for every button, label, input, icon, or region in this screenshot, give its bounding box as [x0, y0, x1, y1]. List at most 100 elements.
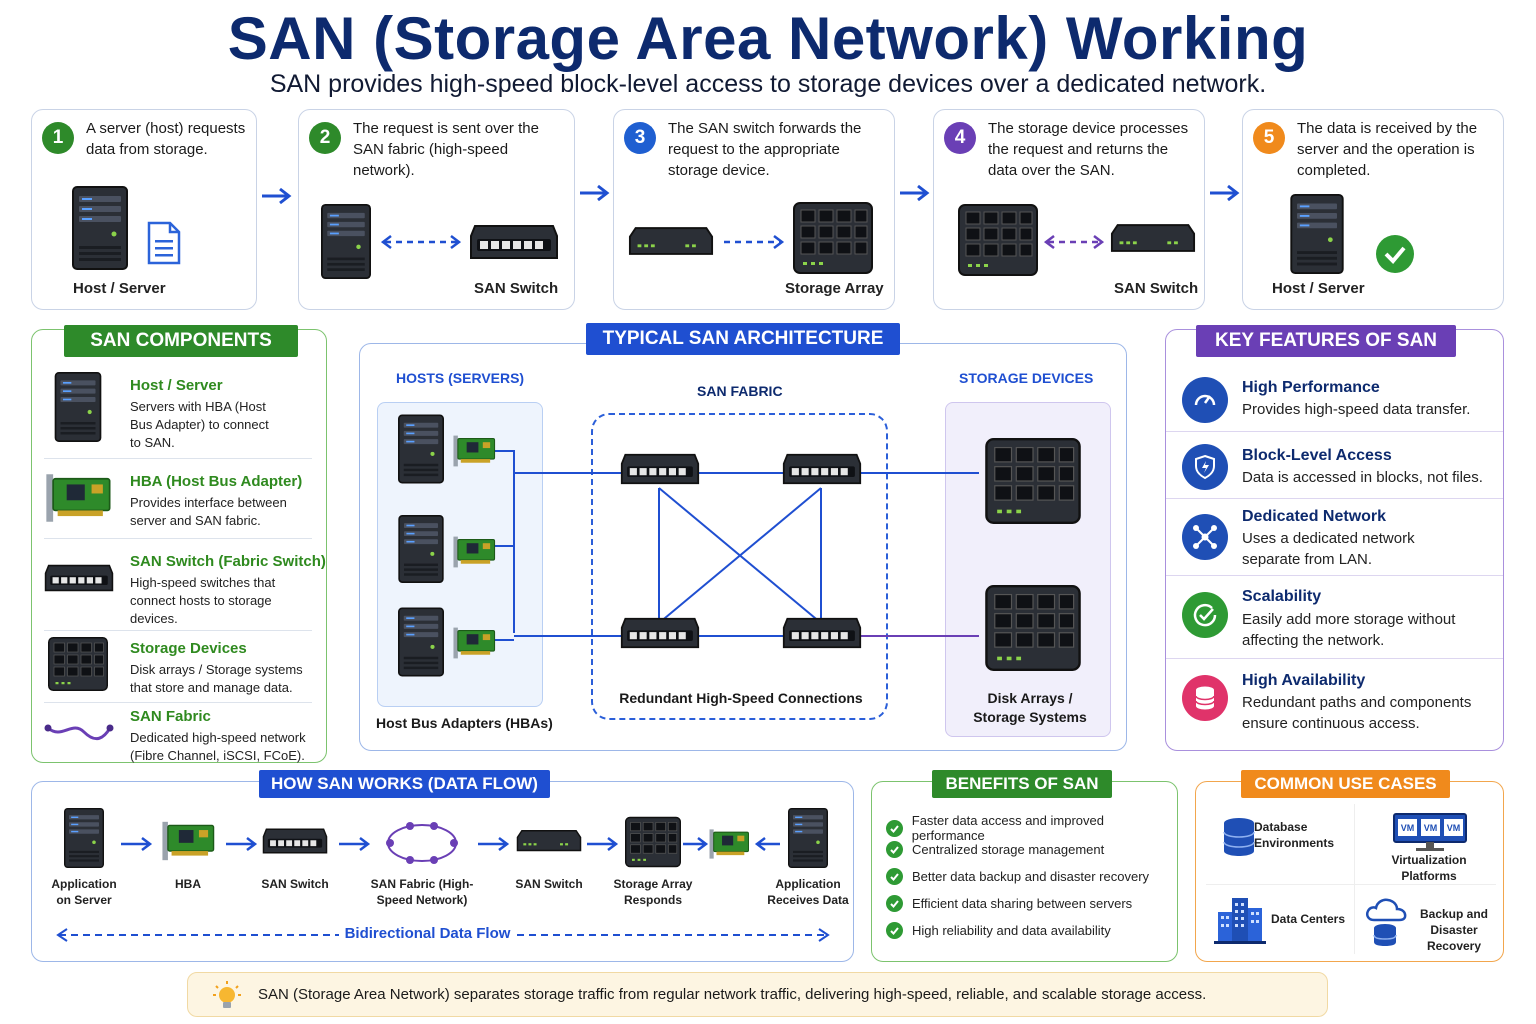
- dataflow-heading: HOW SAN WORKS (DATA FLOW): [259, 770, 550, 798]
- vm-label: VM: [1423, 823, 1438, 833]
- check-gauge-icon: [1182, 592, 1228, 638]
- feature-title: Scalability: [1242, 588, 1322, 605]
- features-panel: KEY FEATURES OF SAN High Performance Pro…: [1165, 325, 1504, 751]
- feature-desc: Data is accessed in blocks, not files.: [1242, 469, 1483, 486]
- check-icon: [886, 895, 903, 912]
- step-text: The data is received by the server and t…: [1297, 120, 1478, 179]
- usecases-panel: COMMON USE CASES Database Environments V…: [1195, 770, 1504, 962]
- step-number-badge: 5: [1253, 122, 1285, 154]
- benefit-item: Centralized storage management: [886, 841, 1104, 858]
- fabric-caption: Redundant High-Speed Connections: [619, 690, 863, 706]
- feature-desc: Provides high-speed data transfer.: [1242, 401, 1471, 418]
- divider: [1166, 658, 1503, 659]
- divider: [44, 630, 312, 631]
- usecases-heading: COMMON USE CASES: [1241, 770, 1450, 798]
- component-title: Storage Devices: [130, 640, 247, 657]
- flow-node-label: SAN Switch: [515, 877, 583, 891]
- features-heading: KEY FEATURES OF SAN: [1196, 325, 1456, 357]
- dashed-bidirectional-arrow: [381, 235, 461, 249]
- benefits-heading: BENEFITS OF SAN: [932, 770, 1112, 798]
- fabric-zone: [591, 413, 888, 720]
- component-title: HBA (Host Bus Adapter): [130, 473, 303, 490]
- storage-array-icon: [48, 637, 108, 691]
- step-text: The storage device processes the request…: [988, 120, 1189, 179]
- check-icon: [886, 819, 903, 837]
- arrow-right-icon: [262, 187, 292, 205]
- step-card-1: 1 A server (host) requests data from sto…: [31, 109, 257, 310]
- dashed-arrow-right: [724, 235, 785, 249]
- hba-card-icon: [44, 472, 112, 524]
- step-label: Host / Server: [1272, 280, 1365, 297]
- benefit-item: High reliability and data availability: [886, 922, 1111, 939]
- benefit-text: Centralized storage management: [912, 842, 1105, 857]
- usecase-label: Database Environments: [1254, 820, 1335, 850]
- feature-desc: Easily add more storage without affectin…: [1242, 611, 1456, 649]
- architecture-heading: TYPICAL SAN ARCHITECTURE: [586, 323, 900, 355]
- bidirectional-flow-line: [56, 928, 830, 942]
- arrow-right-icon: [1210, 184, 1240, 202]
- page-subtitle: SAN provides high-speed block-level acce…: [269, 70, 1267, 98]
- benefit-item: Efficient data sharing between servers: [886, 895, 1132, 912]
- fabric-label: SAN FABRIC: [697, 383, 783, 399]
- server-icon: [398, 413, 444, 485]
- step-text: The request is sent over the SAN fabric …: [353, 120, 539, 179]
- database-icon: [1182, 675, 1228, 721]
- step-number-badge: 4: [944, 122, 976, 154]
- page-title: SAN (Storage Area Network) Working: [227, 5, 1309, 72]
- divider: [1166, 575, 1503, 576]
- fabric-cable-icon: [44, 724, 114, 741]
- flow-node-label: Application Receives Data: [767, 877, 849, 907]
- flow-node-label: SAN Switch: [261, 877, 329, 891]
- footer-note: SAN (Storage Area Network) separates sto…: [258, 986, 1207, 1003]
- benefits-panel: BENEFITS OF SAN Faster data access and i…: [871, 770, 1178, 962]
- flow-node-label: Storage Array Responds: [613, 877, 693, 907]
- feature-desc: Uses a dedicated network separate from L…: [1242, 530, 1415, 568]
- san-switch-icon: [628, 225, 714, 258]
- check-icon: [886, 922, 903, 939]
- network-icon: [1182, 514, 1228, 560]
- step-text: A server (host) requests data from stora…: [86, 120, 246, 158]
- usecase-label: Data Centers: [1271, 912, 1346, 926]
- server-icon: [321, 204, 371, 279]
- arrow-right-icon: [580, 184, 610, 202]
- storage-label: STORAGE DEVICES: [959, 370, 1094, 386]
- server-icon: [398, 607, 444, 677]
- feature-title: High Availability: [1242, 672, 1366, 689]
- building-icon: [1214, 898, 1266, 944]
- vm-label: VM: [1446, 823, 1461, 833]
- component-desc: High-speed switches that connect hosts t…: [130, 575, 276, 626]
- bidirectional-label: Bidirectional Data Flow: [344, 925, 511, 942]
- hosts-label: HOSTS (SERVERS): [396, 370, 525, 386]
- benefit-text: Faster data access and improved performa…: [911, 813, 1104, 843]
- server-icon: [72, 186, 128, 270]
- step-label: SAN Switch: [1114, 280, 1199, 297]
- hba-card-icon: [452, 434, 496, 468]
- components-heading: SAN COMPONENTS: [64, 325, 298, 357]
- san-switch-icon: [620, 614, 700, 652]
- dataflow-panel: HOW SAN WORKS (DATA FLOW): [31, 770, 854, 962]
- feature-title: Block-Level Access: [1242, 447, 1392, 464]
- step-card-2: 2 The request is sent over the SAN fabri…: [298, 109, 575, 310]
- divider: [44, 538, 312, 539]
- storage-array-icon: [792, 202, 874, 274]
- architecture-links: [494, 450, 979, 641]
- step-text: The SAN switch forwards the request to t…: [668, 120, 862, 179]
- components-panel: SAN COMPONENTS Host / Server Servers wit…: [31, 325, 327, 763]
- vm-label: VM: [1400, 823, 1415, 833]
- step-number-badge: 1: [42, 122, 74, 154]
- document-icon: [146, 220, 182, 266]
- benefit-item: Better data backup and disaster recovery: [886, 868, 1149, 885]
- shield-icon: [1182, 444, 1228, 490]
- feature-title: Dedicated Network: [1242, 508, 1387, 525]
- usecase-label: Backup and Disaster Recovery: [1419, 907, 1488, 953]
- san-switch-icon: [782, 450, 862, 488]
- component-desc: Disk arrays / Storage systems that store…: [130, 662, 303, 695]
- component-desc: Provides interface between server and SA…: [130, 495, 287, 528]
- divider: [1166, 498, 1503, 499]
- vm-monitor-icon: [1393, 813, 1467, 851]
- database-icon: [1223, 818, 1255, 856]
- hba-card-icon: [452, 535, 496, 569]
- storage-array-icon: [958, 202, 1038, 278]
- divider: [1354, 804, 1355, 954]
- divider: [44, 458, 312, 459]
